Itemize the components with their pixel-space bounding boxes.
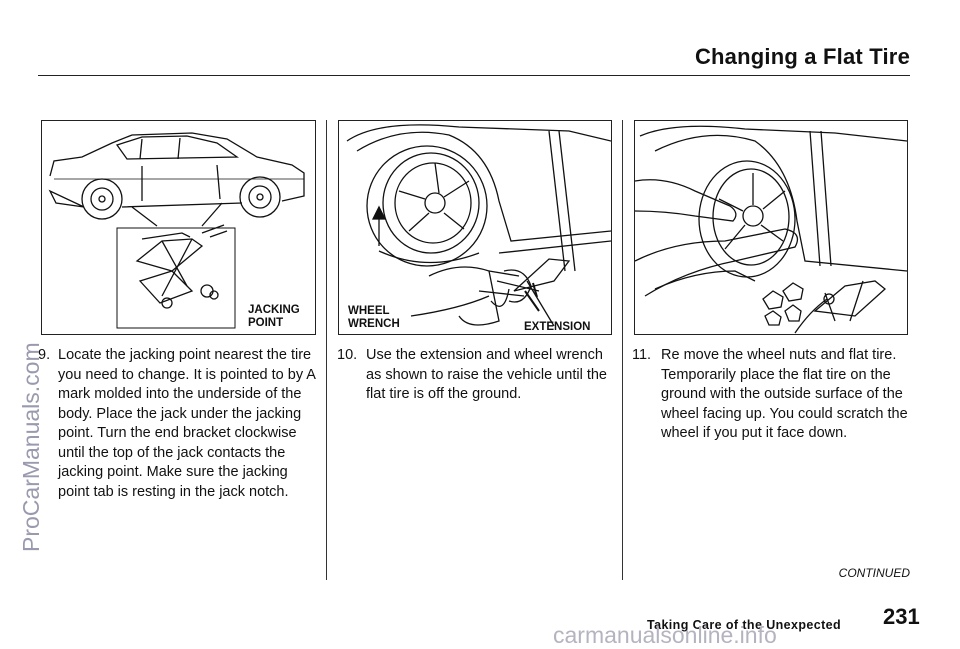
remove-wheel-illustration — [634, 120, 908, 335]
page-title: Changing a Flat Tire — [694, 44, 910, 69]
continued-note: CONTINUED — [838, 566, 910, 580]
wrench-drawing — [346, 124, 611, 327]
side-watermark: ProCarManuals.com — [18, 342, 44, 552]
step-text: Re move the wheel nuts and flat tire. Te… — [661, 347, 908, 441]
wheel-wrench-label: WHEEL WRENCH — [348, 305, 400, 330]
bottom-watermark: carmanualsonline.info — [553, 622, 777, 648]
header-rule — [38, 75, 910, 76]
step-number: 11. — [632, 347, 652, 363]
page-number: 231 — [883, 604, 920, 629]
step-number: 10. — [337, 347, 358, 363]
car-jack-drawing — [48, 132, 305, 329]
column-divider — [622, 120, 623, 580]
jacking-point-label: JACKING POINT — [248, 304, 300, 329]
footer-section-title: Taking Care of the Unexpected — [647, 618, 842, 632]
step-number: 9. — [38, 347, 51, 363]
step-text: Locate the jacking point nearest the tir… — [58, 347, 316, 500]
extension-label: EXTENSION — [524, 321, 591, 333]
jacking-point-illustration: JACKING POINT — [41, 120, 316, 335]
wheel-wrench-illustration: WHEEL WRENCH EXTENSION — [338, 120, 612, 335]
step-text: Use the extension and wheel wrench as sh… — [366, 347, 607, 402]
remove-wheel-drawing — [635, 125, 907, 334]
column-divider — [326, 120, 327, 580]
